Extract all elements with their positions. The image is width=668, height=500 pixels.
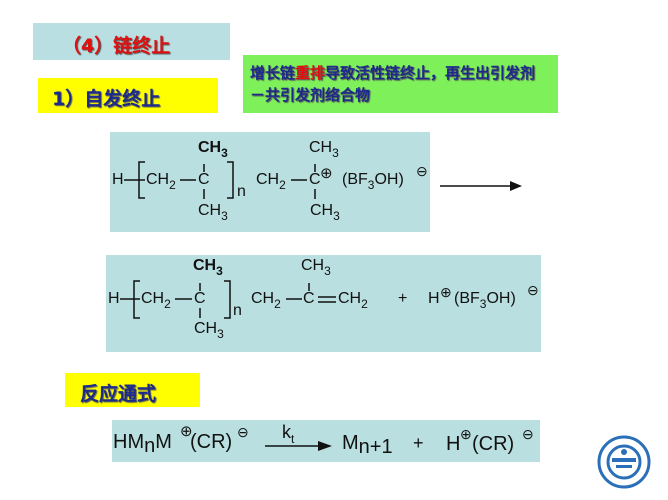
r1-c2: C xyxy=(309,171,321,188)
t: CH xyxy=(251,290,275,307)
general-reactant: HMnM xyxy=(113,431,172,456)
s: n+1 xyxy=(358,436,393,458)
r1-ch3-top1: CH3 xyxy=(198,139,228,160)
s: 3 xyxy=(367,178,375,192)
r2-ch2: CH2 xyxy=(141,290,171,311)
general-product: Mn+1 xyxy=(342,432,393,457)
section-title: （4）链终止 xyxy=(62,35,171,57)
t: CH xyxy=(256,171,280,188)
general-title-box xyxy=(65,373,200,407)
s: n xyxy=(144,435,156,457)
note-highlight: 重排 xyxy=(295,64,326,82)
general-minus-charge1: ⊖ xyxy=(237,424,249,440)
r1-plus-charge: ⊕ xyxy=(320,165,333,182)
r1-sub: 2 xyxy=(169,178,176,192)
r2-counterion: (BF3OH) xyxy=(454,290,516,311)
t: CH xyxy=(193,257,217,274)
t: CH xyxy=(198,202,222,219)
note-box xyxy=(243,55,558,113)
r2-ch2c: CH2 xyxy=(338,290,368,311)
r1-counterion: (BF3OH) xyxy=(342,171,404,192)
t: OH) xyxy=(486,290,516,307)
note-part1: 增长链 xyxy=(250,64,296,82)
t: (BF xyxy=(342,171,368,188)
s: 3 xyxy=(479,297,487,311)
subsection-title-box xyxy=(38,78,218,113)
t: CH xyxy=(310,202,334,219)
s: 2 xyxy=(164,297,171,311)
rate-constant: kt xyxy=(282,422,294,445)
r1-minus-charge: ⊖ xyxy=(416,163,428,179)
reaction1-box xyxy=(110,132,430,232)
t: CH xyxy=(198,139,222,156)
r2-ch3-bot1: CH3 xyxy=(194,320,224,341)
r1-n: n xyxy=(237,183,246,200)
t: (BF xyxy=(454,290,480,307)
s: 3 xyxy=(221,209,228,223)
general-title: 反应通式 xyxy=(80,383,157,405)
r2-plus: + xyxy=(398,290,408,307)
general-minus-charge2: ⊖ xyxy=(522,426,534,442)
s: 2 xyxy=(361,297,368,311)
note-part2: 导致活性链终止，再生出引发剂－共引发剂络合物 xyxy=(250,64,536,104)
s: 3 xyxy=(216,264,223,278)
r2-hplus: H xyxy=(428,290,440,307)
t: CH xyxy=(194,320,218,337)
r2-c2: C xyxy=(303,290,315,307)
r2-ch2b: CH2 xyxy=(251,290,281,311)
t: HM xyxy=(113,431,145,453)
s: 3 xyxy=(217,327,224,341)
r1-c1: C xyxy=(198,171,210,188)
r1-h: H xyxy=(112,171,124,188)
general-h: H xyxy=(446,433,461,455)
t: CH xyxy=(141,290,165,307)
arrow-icon xyxy=(440,181,522,191)
t: k xyxy=(282,422,291,442)
general-cr1: (CR) xyxy=(190,431,233,453)
r1-ch2-text: CH xyxy=(146,171,170,188)
section-title-box xyxy=(33,23,230,60)
t: OH) xyxy=(374,171,404,188)
t: M xyxy=(155,431,172,453)
s: 2 xyxy=(279,178,286,192)
subsection-title: 1）自发终止 xyxy=(52,88,161,110)
r2-c1: C xyxy=(194,290,206,307)
arrow-icon xyxy=(318,441,332,451)
s: 2 xyxy=(274,297,281,311)
general-plus-charge2: ⊕ xyxy=(460,426,472,442)
t: M xyxy=(342,432,359,454)
r1-ch3-top2: CH3 xyxy=(309,139,339,160)
r1-ch3-bot2: CH3 xyxy=(310,202,340,223)
r2-h: H xyxy=(108,290,120,307)
general-cr2: (CR) xyxy=(472,433,515,455)
r2-n: n xyxy=(233,302,242,319)
r1-ch2b: CH2 xyxy=(256,171,286,192)
general-plus: + xyxy=(413,433,424,453)
r2-ch3-top1: CH3 xyxy=(193,257,223,278)
r2-plus-charge: ⊕ xyxy=(440,284,452,300)
t: CH xyxy=(338,290,362,307)
s: 3 xyxy=(324,264,331,278)
t: CH xyxy=(301,257,325,274)
r1-ch2: CH2 xyxy=(146,171,176,192)
s: t xyxy=(291,432,295,446)
s: 3 xyxy=(332,146,339,160)
r2-ch3-top2: CH3 xyxy=(301,257,331,278)
s: 3 xyxy=(333,209,340,223)
s: 3 xyxy=(221,146,228,160)
general-plus-charge: ⊕ xyxy=(180,423,193,440)
note-text: 增长链重排导致活性链终止，再生出引发剂－共引发剂络合物 xyxy=(250,62,550,106)
r2-minus-charge: ⊖ xyxy=(527,282,539,298)
r1-ch3-bot1: CH3 xyxy=(198,202,228,223)
t: CH xyxy=(309,139,333,156)
